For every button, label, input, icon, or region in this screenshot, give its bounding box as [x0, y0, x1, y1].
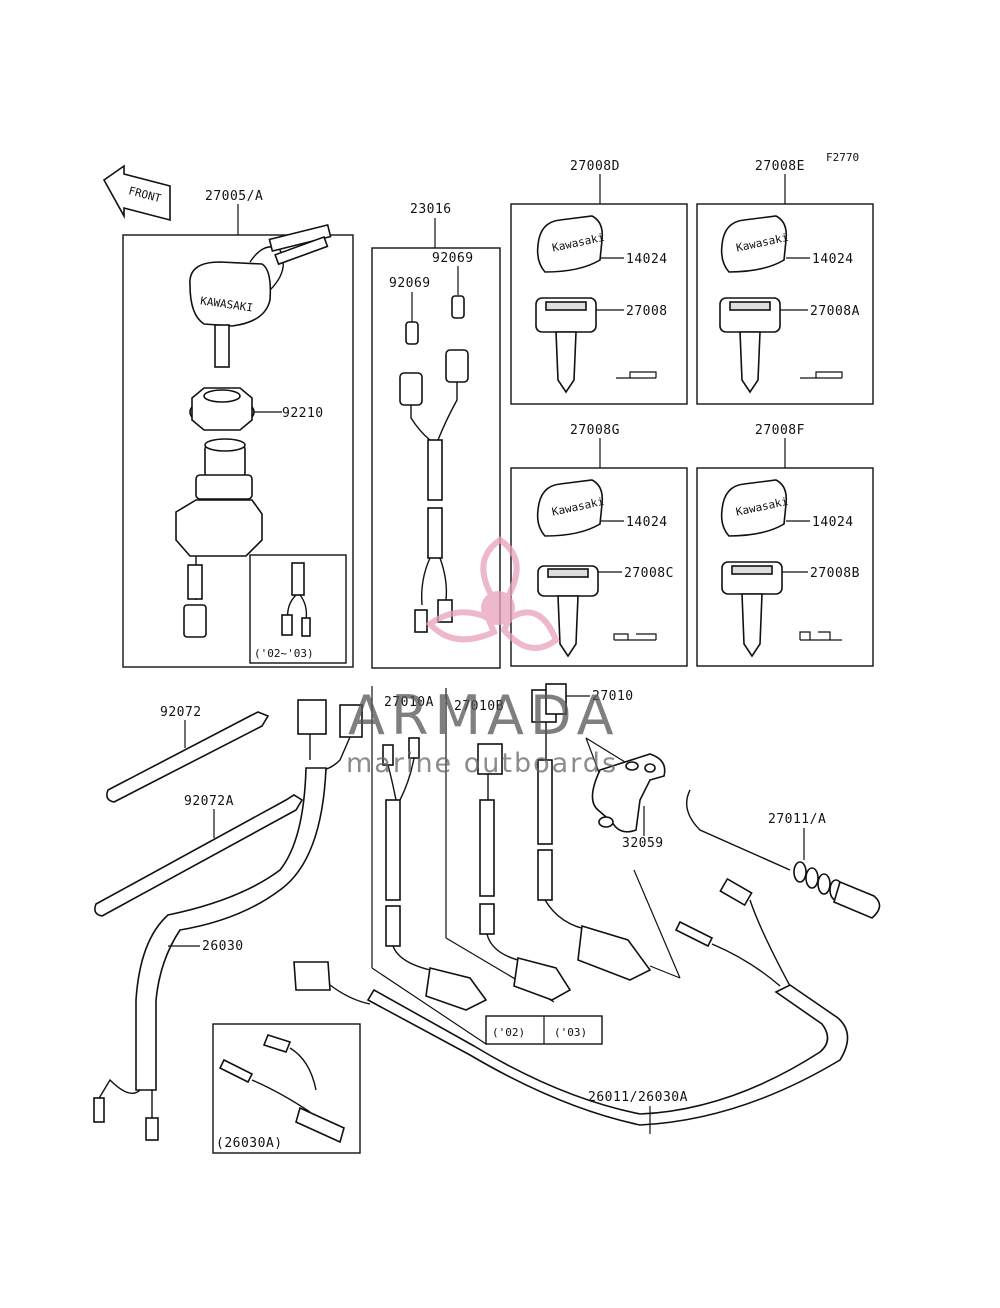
- key-cut-icon: [800, 371, 843, 379]
- label-92210: 92210: [282, 406, 324, 421]
- label-27008C: 27008C: [624, 566, 674, 581]
- label-92069a: 92069: [389, 276, 431, 291]
- label-27008E: 27008E: [755, 159, 805, 174]
- key-cap-icon: Kawasaki: [720, 479, 789, 537]
- watermark-logo-icon: [425, 536, 560, 651]
- sensor-harness-icon: [293, 877, 849, 1126]
- sub-harness-27010-icon: [531, 683, 652, 981]
- box-27008E: [696, 203, 874, 405]
- bracket-icon: [591, 753, 666, 833]
- box-27008F: [696, 467, 874, 667]
- key-blank-icon: [719, 297, 781, 394]
- label-32059: 32059: [622, 836, 664, 851]
- label-23016: 23016: [410, 202, 452, 217]
- key-blank-icon: [535, 297, 597, 394]
- key-cut-icon: [616, 371, 657, 379]
- front-arrow-icon: FRONT: [102, 164, 171, 222]
- box-23016: [371, 247, 501, 669]
- key-cap-icon: Kawasaki: [536, 215, 605, 273]
- sub-harness-icon: [399, 349, 469, 633]
- key-cut-icon: [613, 633, 657, 641]
- sub-harness-27010a-icon: [382, 737, 488, 1011]
- label-27008G: 27008G: [570, 423, 620, 438]
- cable-tie-icon: [94, 794, 304, 917]
- label-26030: 26030: [202, 939, 244, 954]
- watermark-subtitle: marine outboards: [346, 748, 618, 779]
- label-year-0203: ('02~'03): [254, 647, 314, 660]
- ignition-key-icon: KAWASAKI: [189, 223, 332, 368]
- key-cap-icon: Kawasaki: [536, 479, 605, 537]
- box-27008D: [510, 203, 688, 405]
- label-27008B: 27008B: [810, 566, 860, 581]
- label-year-03: ('03): [554, 1026, 587, 1039]
- key-cut-icon: [799, 631, 842, 641]
- label-26011-26030A: 26011/26030A: [588, 1090, 688, 1105]
- key-blank-icon: [721, 561, 783, 658]
- label-27010A: 27010A: [384, 695, 434, 710]
- connector-plug-icon: [281, 562, 311, 637]
- label-27005A: 27005/A: [205, 189, 263, 204]
- label-14024-g: 14024: [626, 515, 668, 530]
- sensor-plug-icon: [218, 1034, 345, 1144]
- label-27008A: 27008A: [810, 304, 860, 319]
- label-14024-e: 14024: [812, 252, 854, 267]
- watermark-title: ARMADA: [348, 684, 620, 747]
- label-92072A: 92072A: [184, 794, 234, 809]
- box-27005A: [122, 234, 354, 668]
- label-27010B: 27010B: [454, 699, 504, 714]
- label-27010: 27010: [592, 689, 634, 704]
- sub-harness-27010b-icon: [477, 743, 572, 1001]
- label-27008F: 27008F: [755, 423, 805, 438]
- ignition-switch-icon: [175, 438, 263, 638]
- label-92072: 92072: [160, 705, 202, 720]
- label-27008D: 27008D: [570, 159, 620, 174]
- box-27008G: [510, 467, 688, 667]
- label-14024-d: 14024: [626, 252, 668, 267]
- inset-26030A: [212, 1023, 361, 1154]
- cable-tie-icon: [106, 711, 270, 803]
- inset-0203: [249, 554, 347, 664]
- terminal-cap-icon: [405, 295, 465, 345]
- label-26030A: (26030A): [216, 1136, 283, 1151]
- nut-icon: [189, 387, 255, 431]
- label-27008: 27008: [626, 304, 668, 319]
- label-year-02: ('02): [492, 1026, 525, 1039]
- main-harness-icon: [93, 699, 363, 1141]
- label-14024-f: 14024: [812, 515, 854, 530]
- label-92069b: 92069: [432, 251, 474, 266]
- key-blank-icon: [537, 565, 599, 658]
- key-cap-icon: Kawasaki: [720, 215, 789, 273]
- label-27011A: 27011/A: [768, 812, 826, 827]
- wire-sleeve-icon: [686, 789, 881, 919]
- figure-code: F2770: [826, 151, 859, 164]
